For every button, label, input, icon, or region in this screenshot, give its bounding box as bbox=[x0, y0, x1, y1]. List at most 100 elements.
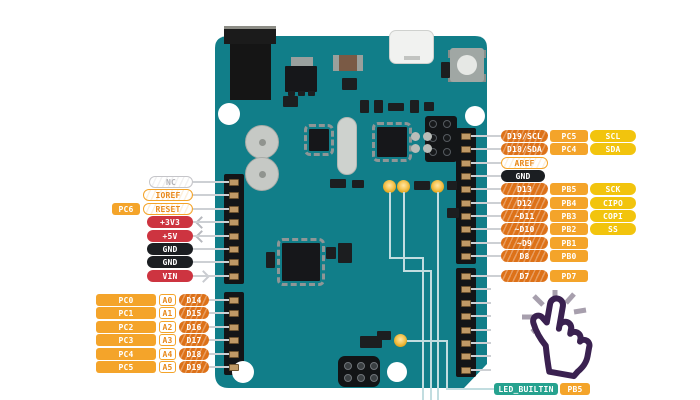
pin-row-d11[interactable]: ~D11 PB3 COPI bbox=[501, 210, 636, 222]
port-chip-label: PC1 bbox=[96, 307, 156, 319]
icsp-hole bbox=[370, 362, 378, 370]
pcb-trace bbox=[446, 340, 448, 390]
pin-row-d10[interactable]: ~D10 PB2 SS bbox=[501, 223, 636, 235]
pin-row-d18-sda[interactable]: D18/SDA PC4 SDA bbox=[501, 143, 636, 155]
pin-row-gnd-1[interactable]: GND bbox=[100, 243, 193, 255]
pin-row-gnd-2[interactable]: GND bbox=[100, 256, 193, 268]
pin-pad bbox=[461, 239, 471, 247]
pin-pad bbox=[229, 350, 239, 358]
pin-row-nc[interactable]: NC bbox=[100, 176, 193, 188]
pin-pad bbox=[229, 205, 239, 213]
pin-row-vin[interactable]: VIN bbox=[100, 270, 193, 282]
pin-pad bbox=[229, 309, 239, 317]
reset-button-cap bbox=[457, 55, 477, 75]
pin-row-a2[interactable]: PC2 A2 D16 bbox=[96, 321, 209, 333]
analog-label: A1 bbox=[159, 307, 176, 319]
leader-line bbox=[193, 221, 233, 223]
smd-component bbox=[360, 336, 382, 348]
leader-line bbox=[470, 242, 501, 244]
led-indicator bbox=[383, 180, 396, 193]
leader-line bbox=[470, 369, 491, 371]
pin-row-a0[interactable]: PC0 A0 D14 bbox=[96, 294, 209, 306]
led-indicator bbox=[431, 180, 444, 193]
pin-row-d8[interactable]: D8 PB0 bbox=[501, 250, 588, 262]
bus-label: SS bbox=[590, 223, 636, 235]
pin-pad bbox=[461, 199, 471, 207]
digital-label: D15 bbox=[179, 307, 209, 319]
smd-component bbox=[342, 78, 357, 90]
smd-component bbox=[410, 100, 419, 113]
icsp-hole bbox=[344, 362, 352, 370]
mounting-hole bbox=[387, 362, 407, 382]
usb-c-pins bbox=[404, 56, 420, 60]
smd-component bbox=[266, 252, 275, 268]
pin-pad bbox=[461, 299, 471, 307]
electrolytic-capacitor bbox=[245, 157, 279, 191]
pin-header-right-bottom[interactable] bbox=[456, 268, 476, 377]
digital-label: D7 bbox=[501, 270, 548, 282]
pin-row-d13[interactable]: D13 PB5 SCK bbox=[501, 183, 636, 195]
pin-row-led-builtin[interactable]: LED_BUILTIN PB5 bbox=[494, 383, 590, 395]
pin-pad bbox=[461, 272, 471, 280]
pin-row-d12[interactable]: D12 PB4 CIPO bbox=[501, 197, 636, 209]
port-chip-label: PC5 bbox=[96, 361, 156, 373]
analog-label: A4 bbox=[159, 348, 176, 360]
smd-component bbox=[298, 91, 305, 96]
port-chip-label: PB0 bbox=[550, 250, 588, 262]
digital-label: ~D9 bbox=[501, 237, 548, 249]
smd-component bbox=[308, 91, 315, 96]
pin-label: RESET bbox=[143, 203, 193, 215]
digital-label: D19/SCL bbox=[501, 130, 548, 142]
pin-row-d7[interactable]: D7 PD7 bbox=[501, 270, 588, 282]
pin-row-ioref[interactable]: IOREF bbox=[100, 189, 193, 201]
leader-line bbox=[470, 302, 491, 304]
pin-pad bbox=[461, 172, 471, 180]
leader-line bbox=[470, 342, 491, 344]
led-indicator bbox=[397, 180, 410, 193]
bus-label: COPI bbox=[590, 210, 636, 222]
pin-row-d9[interactable]: ~D9 PB1 bbox=[501, 237, 588, 249]
pin-pad bbox=[229, 218, 239, 226]
smd-component bbox=[288, 91, 295, 96]
port-chip-label: PC5 bbox=[550, 130, 588, 142]
leader-line bbox=[470, 202, 501, 204]
icsp-hole bbox=[357, 362, 365, 370]
pin-row-gnd-right[interactable]: GND bbox=[501, 170, 545, 182]
pin-row-3v3[interactable]: +3V3 bbox=[100, 216, 193, 228]
digital-label: D17 bbox=[179, 334, 209, 346]
digital-label: D12 bbox=[501, 197, 548, 209]
pin-pad bbox=[461, 352, 471, 360]
pin-header-left-power[interactable] bbox=[224, 174, 244, 284]
header-hole bbox=[443, 120, 451, 128]
leader-line bbox=[193, 181, 233, 183]
leader-line bbox=[470, 288, 491, 290]
port-chip-label: PC4 bbox=[550, 143, 588, 155]
pin-pad bbox=[229, 178, 239, 186]
pin-pad bbox=[461, 212, 471, 220]
smd-component bbox=[441, 62, 450, 78]
port-chip-label: PB4 bbox=[550, 197, 588, 209]
pin-row-aref[interactable]: AREF bbox=[501, 157, 548, 169]
eeprom-chip bbox=[304, 124, 334, 156]
pin-row-a4[interactable]: PC4 A4 D18 bbox=[96, 348, 209, 360]
pin-row-a5[interactable]: PC5 A5 D19 bbox=[96, 361, 209, 373]
icsp-header-bottom[interactable] bbox=[338, 356, 380, 387]
pin-pad bbox=[229, 336, 239, 344]
pin-row-5v[interactable]: +5V bbox=[100, 230, 193, 242]
smd-component bbox=[283, 96, 298, 107]
port-chip-label: PB5 bbox=[550, 183, 588, 195]
pin-pad bbox=[229, 245, 239, 253]
pin-row-a3[interactable]: PC3 A3 D17 bbox=[96, 334, 209, 346]
pcb-trace bbox=[403, 192, 405, 272]
pin-row-reset[interactable]: PC6 RESET bbox=[100, 203, 193, 215]
pin-row-a1[interactable]: PC1 A1 D15 bbox=[96, 307, 209, 319]
pin-row-d19-scl[interactable]: D19/SCL PC5 SCL bbox=[501, 130, 636, 142]
header-hole bbox=[443, 134, 451, 142]
leader-line bbox=[193, 261, 233, 263]
smd-component bbox=[360, 100, 369, 113]
icsp-hole bbox=[344, 374, 352, 382]
digital-label: D19 bbox=[179, 361, 209, 373]
pcb-trace bbox=[430, 270, 432, 400]
port-chip-label: PD7 bbox=[550, 270, 588, 282]
